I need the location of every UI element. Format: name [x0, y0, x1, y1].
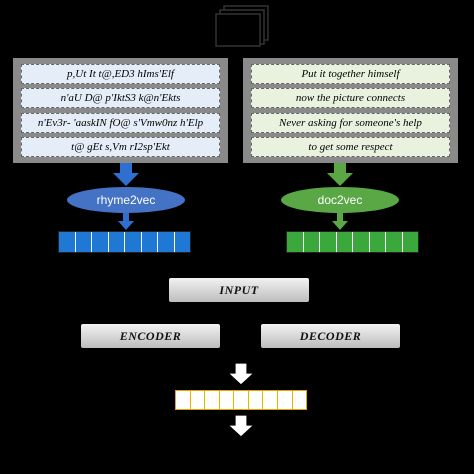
encoder-label: ENCODER	[119, 328, 182, 343]
doc2vec-node: doc2vec	[281, 187, 399, 213]
phonetic-line: p,Ut It t@,ED3 hIms'Elf	[21, 64, 220, 84]
phonetic-line: t@ gEt s,Vm rI2sp'Ekt	[21, 136, 220, 157]
lyric-line: Put it together himself	[251, 64, 450, 84]
doc2vec-label: doc2vec	[317, 193, 363, 207]
rhyme2vec-label: rhyme2vec	[96, 193, 156, 207]
outline-down-arrow-icon	[226, 362, 256, 386]
encoder-block: ENCODER	[81, 324, 220, 348]
lyric-line: Never asking for someone's help	[251, 112, 450, 133]
output-vector	[175, 390, 307, 410]
decoder-label: DECODER	[299, 328, 362, 343]
lyric-line: to get some respect	[251, 136, 450, 157]
green-down-arrow-icon	[327, 163, 353, 186]
decoder-block: DECODER	[261, 324, 400, 348]
blue-small-arrow-icon	[118, 213, 134, 230]
input-block: INPUT	[169, 278, 309, 302]
blue-down-arrow-icon	[113, 163, 139, 186]
phonetic-line: n'aU D@ p'IktS3 k@n'Ekts	[21, 88, 220, 109]
outline-down-arrow-icon	[226, 414, 256, 438]
rhyme2vec-node: rhyme2vec	[67, 187, 185, 213]
rhyme-vector	[58, 231, 191, 253]
green-small-arrow-icon	[332, 213, 348, 230]
document-stack-icon	[215, 5, 269, 47]
text-lyrics-panel: Put it together himself now the picture …	[243, 58, 458, 163]
input-label: INPUT	[219, 282, 259, 297]
phonetic-line: n'Ev3r- 'aaskIN fO@ s'Vmw0nz h'Elp	[21, 112, 220, 133]
phonetic-lyrics-panel: p,Ut It t@,ED3 hIms'Elf n'aU D@ p'IktS3 …	[13, 58, 228, 163]
lyric-line: now the picture connects	[251, 88, 450, 109]
doc-vector	[286, 231, 419, 253]
